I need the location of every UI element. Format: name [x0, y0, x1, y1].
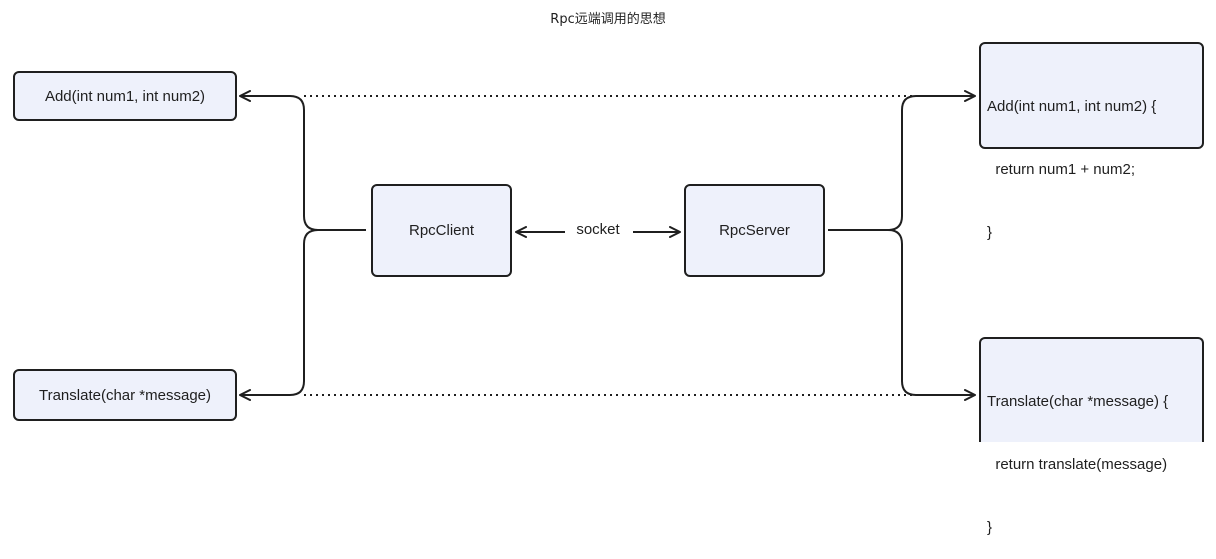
client-add-box: Add(int num1, int num2) — [13, 71, 237, 121]
rpc-client-label: RpcClient — [408, 222, 475, 239]
server-translate-connector — [887, 229, 976, 401]
client-translate-box: Translate(char *message) — [13, 369, 237, 421]
rpc-client-box: RpcClient — [371, 184, 512, 277]
server-add-line-2: return num1 + num2; — [987, 161, 1135, 178]
client-add-connector — [239, 90, 366, 231]
connector-lines — [239, 90, 976, 401]
server-translate-line-3: } — [987, 519, 993, 536]
client-translate-connector — [239, 229, 319, 401]
server-add-box: Add(int num1, int num2) { return num1 + … — [979, 42, 1204, 241]
server-add-connector — [828, 90, 976, 231]
socket-label: socket — [576, 221, 620, 238]
server-translate-line-1: Translate(char *message) { — [987, 393, 1169, 410]
rpc-server-box: RpcServer — [684, 184, 825, 277]
server-add-line-3: } — [987, 224, 993, 241]
server-add-line-1: Add(int num1, int num2) { — [987, 98, 1157, 115]
client-add-label: Add(int num1, int num2) — [44, 87, 206, 105]
server-translate-line-2: return translate(message) — [987, 456, 1168, 473]
diagram-title: Rpc远端调用的思想 — [550, 12, 666, 27]
rpc-server-label: RpcServer — [719, 222, 790, 239]
client-translate-label: Translate(char *message) — [38, 386, 211, 404]
server-translate-box: Translate(char *message) { return transl… — [979, 337, 1204, 536]
